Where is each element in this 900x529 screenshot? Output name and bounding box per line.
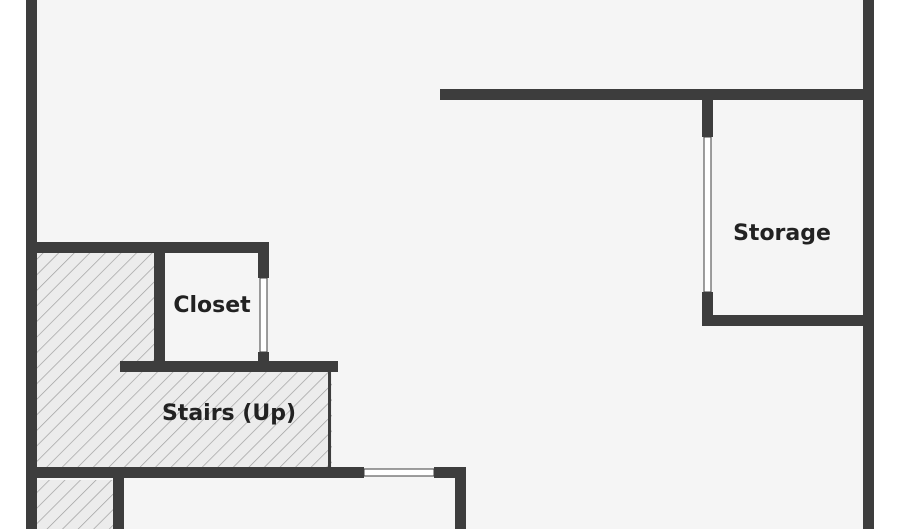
openings	[259, 136, 712, 477]
stairs-hatch-area	[36, 253, 332, 469]
storage-label: Storage	[733, 221, 831, 246]
lower-wall-left	[26, 467, 364, 478]
lower-wall-right	[434, 467, 466, 478]
lower-stairs-hatch-area	[36, 480, 116, 529]
lower-left-post	[113, 474, 124, 529]
closet-label: Closet	[173, 293, 251, 318]
closet-top-wall	[26, 242, 269, 253]
lower-room-top-line	[113, 474, 133, 477]
stairs-label: Stairs (Up)	[162, 401, 296, 426]
lower-door-opening	[363, 468, 435, 477]
storage-top-wall	[440, 89, 874, 100]
storage-left-wall-lower	[702, 292, 713, 326]
right-outer-wall	[863, 0, 874, 529]
closet-left-wall	[154, 242, 165, 372]
closet-door-opening	[259, 277, 268, 353]
stairs-right-edge	[328, 372, 331, 469]
left-outer-wall	[26, 0, 37, 529]
walls	[26, 0, 874, 529]
closet-right-wall-upper	[258, 242, 269, 278]
storage-door-opening	[703, 136, 712, 293]
lower-right-post	[455, 467, 466, 529]
closet-bottom-wall	[120, 361, 338, 372]
storage-bottom-wall	[702, 315, 874, 326]
storage-left-wall-upper	[702, 89, 713, 137]
